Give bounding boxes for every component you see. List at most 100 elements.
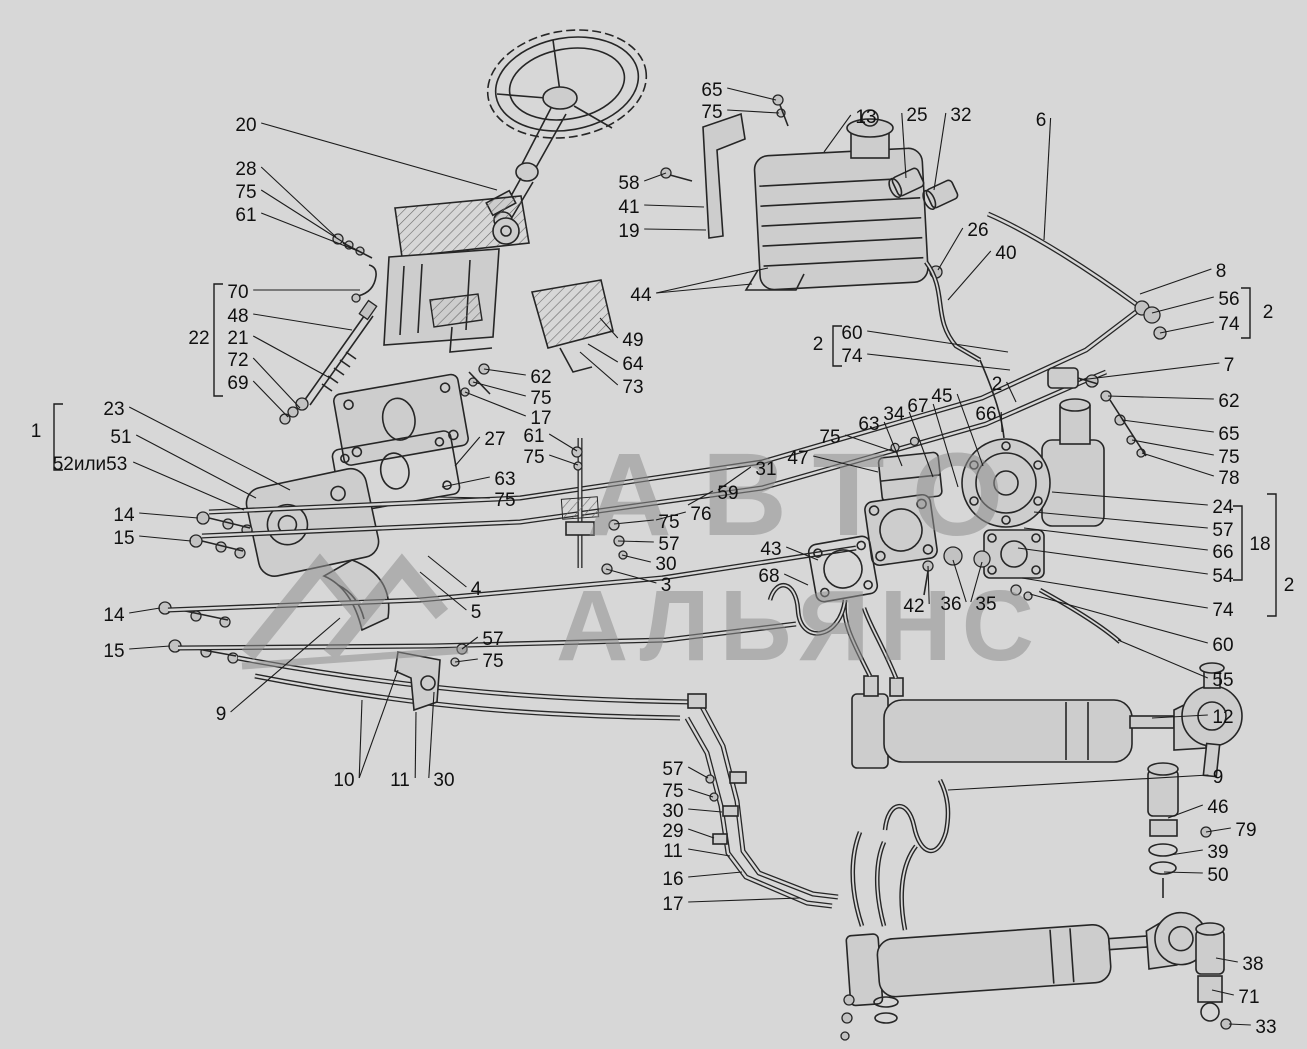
leader-line-57 <box>687 766 709 779</box>
part-callout-61: 61 <box>235 205 256 226</box>
part-callout-64: 64 <box>622 354 644 375</box>
leader-line-2 <box>1006 381 1017 403</box>
cylinder-hoses <box>882 778 951 931</box>
part-callout-45: 45 <box>931 386 952 407</box>
part-callout-8: 8 <box>1216 261 1227 282</box>
part-callout-79: 79 <box>1235 820 1256 841</box>
leader-line-75 <box>454 658 478 663</box>
leader-line-50 <box>1163 871 1203 874</box>
part-callout-34: 34 <box>883 404 905 425</box>
leader-line-61 <box>260 212 359 252</box>
leader-line-15 <box>129 645 171 650</box>
part-callout-65: 65 <box>1218 424 1239 445</box>
leader-line-39 <box>1169 849 1203 856</box>
part-callout-2: 2 <box>813 334 824 355</box>
leader-line-66 <box>1023 527 1208 551</box>
center-flange <box>807 493 991 603</box>
leader-line-75 <box>613 519 654 525</box>
part-callout-75: 75 <box>530 388 551 409</box>
leader-line-71 <box>1211 989 1234 996</box>
part-callout-40: 40 <box>995 243 1016 264</box>
leader-line-8 <box>1139 268 1212 295</box>
leader-line-54 <box>1017 547 1208 575</box>
group-bracket <box>1233 505 1243 581</box>
leader-line-24 <box>1051 491 1208 506</box>
leader-line-30 <box>621 554 651 563</box>
steering-gear <box>961 398 1122 644</box>
pipe-clamp-column <box>560 438 628 575</box>
leader-line-62 <box>483 368 526 376</box>
leader-line-67 <box>932 403 959 488</box>
part-callout-60: 60 <box>841 323 862 344</box>
leader-line-75 <box>260 189 347 245</box>
part-callout-66: 66 <box>975 404 996 425</box>
leader-line-72 <box>252 357 301 409</box>
leader-line-38 <box>1215 957 1238 963</box>
part-callout-75: 75 <box>482 651 503 672</box>
leader-line-11 <box>688 848 731 857</box>
leader-line-9 <box>230 617 341 713</box>
leader-line-75 <box>688 788 714 798</box>
part-callout-74: 74 <box>1218 314 1240 335</box>
group-bracket <box>213 283 223 397</box>
part-callout-20: 20 <box>235 115 256 136</box>
part-callout-67: 67 <box>907 396 928 417</box>
leader-line-23 <box>128 406 291 491</box>
tank-bracket-strap <box>702 112 746 239</box>
leader-line-60 <box>1029 593 1208 644</box>
part-callout-15: 15 <box>103 641 124 662</box>
part-callout-59: 59 <box>717 483 738 504</box>
part-callout-42: 42 <box>903 596 924 617</box>
part-callout-68: 68 <box>758 566 779 587</box>
hydraulic-pipes <box>167 310 1138 721</box>
group-bracket <box>832 325 842 367</box>
bracket-bolts <box>332 233 373 259</box>
part-callout-11: 11 <box>390 770 410 791</box>
part-callout-41: 41 <box>618 197 639 218</box>
leader-line-10 <box>358 669 399 779</box>
leader-line-61 <box>548 433 578 452</box>
part-callout-44: 44 <box>630 285 652 306</box>
part-callout-65: 65 <box>701 80 722 101</box>
part-callout-63: 63 <box>494 469 515 490</box>
leader-line-74 <box>1159 321 1214 334</box>
callout-labels-layer: 20287561704821726922235152или53114151415… <box>31 80 1295 1038</box>
part-callout-75: 75 <box>658 512 679 533</box>
part-callout-74: 74 <box>1212 600 1234 621</box>
leader-line-25 <box>901 112 907 179</box>
leader-line-63 <box>441 476 490 488</box>
leader-line-57 <box>1033 511 1208 529</box>
release-lever <box>351 264 377 303</box>
part-callout-75: 75 <box>1218 447 1239 468</box>
part-callout-29: 29 <box>662 821 683 842</box>
part-callout-57: 57 <box>1212 520 1233 541</box>
leader-line-44 <box>656 283 753 294</box>
leader-line-14 <box>129 607 161 614</box>
part-callout-73: 73 <box>622 377 643 398</box>
part-callout-69: 69 <box>227 373 248 394</box>
part-callout-19: 19 <box>618 221 639 242</box>
part-callout-63: 63 <box>858 414 879 435</box>
watermark-logo-icon <box>241 553 469 670</box>
part-callout-1: 1 <box>31 421 42 442</box>
leader-line-75 <box>727 109 780 114</box>
part-callout-66: 66 <box>1212 542 1233 563</box>
leader-line-26 <box>937 227 964 271</box>
leader-line-55 <box>1117 639 1209 679</box>
leader-line-65 <box>727 87 777 101</box>
part-callout-74: 74 <box>841 346 863 367</box>
leader-line-33 <box>1228 1023 1251 1026</box>
part-callout-75: 75 <box>662 781 683 802</box>
part-callout-13: 13 <box>855 107 876 128</box>
part-callout-26: 26 <box>967 220 988 241</box>
leader-line-3 <box>605 568 657 584</box>
part-callout-50: 50 <box>1207 865 1228 886</box>
part-callout-49: 49 <box>622 330 643 351</box>
part-callout-6: 6 <box>1036 110 1047 131</box>
part-callout-75: 75 <box>494 490 515 511</box>
leader-line-52или53 <box>132 461 245 511</box>
leader-line-62 <box>1107 395 1214 400</box>
leader-line-6 <box>1043 117 1052 241</box>
leader-line-20 <box>261 122 498 191</box>
part-callout-70: 70 <box>227 282 248 303</box>
